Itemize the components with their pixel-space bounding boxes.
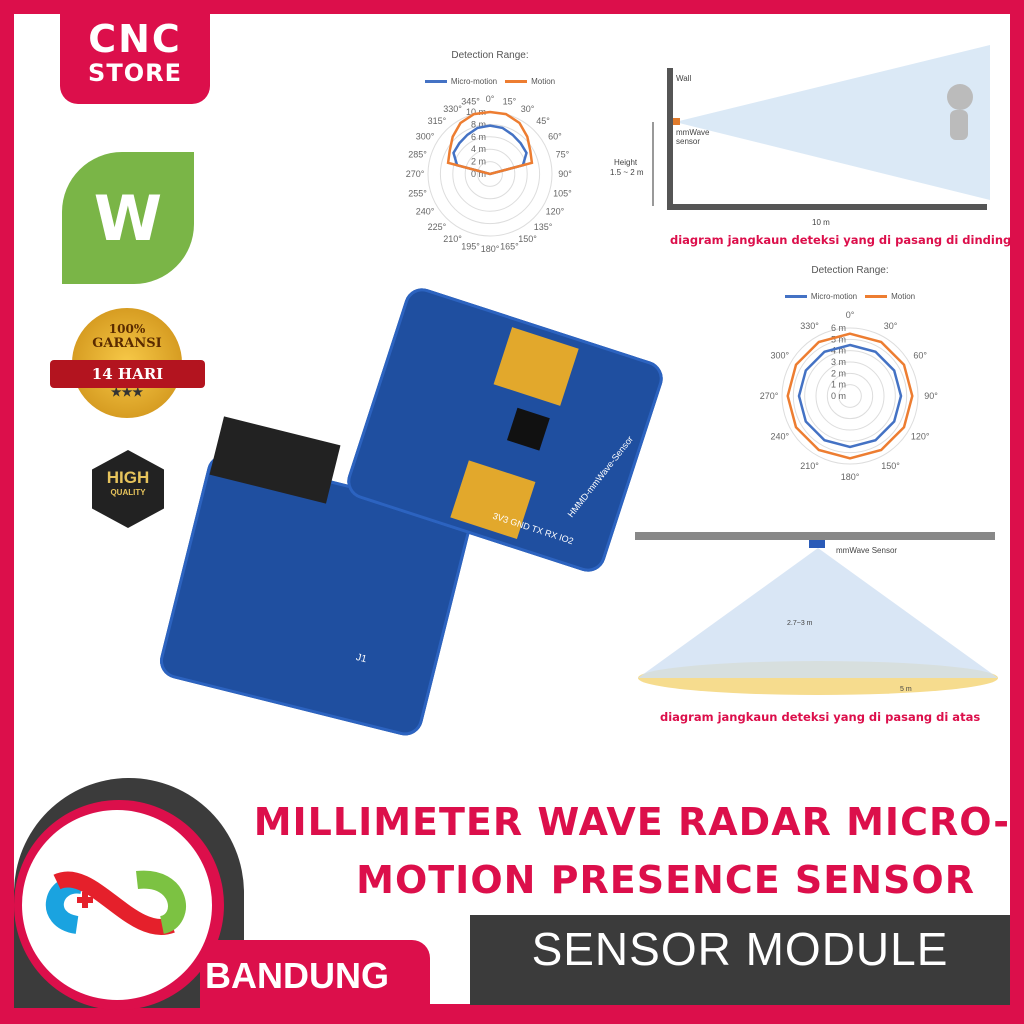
grid-ring — [464, 148, 516, 200]
r-tick-label: 4 m — [471, 144, 486, 154]
angle-label: 195° — [461, 241, 480, 251]
angle-label: 300° — [771, 351, 790, 361]
angle-label: 180° — [481, 244, 500, 254]
location-label: BANDUNG — [205, 955, 389, 996]
ceiling-diagram — [635, 532, 998, 695]
wall-diagram — [652, 45, 990, 210]
angle-label: 225° — [428, 222, 447, 232]
r-tick-label: 4 m — [831, 346, 846, 356]
grid-ring — [815, 361, 885, 431]
angle-label: 270° — [406, 169, 425, 179]
legend-micro: Micro-motion — [424, 77, 497, 86]
antenna-pad — [493, 327, 579, 406]
grid-ring — [781, 327, 919, 465]
quality-badge: HIGH QUALITY — [92, 450, 164, 528]
r-tick-label: 5 m — [831, 334, 846, 344]
angle-label: 90° — [924, 391, 938, 401]
subtitle-band — [470, 915, 1010, 1005]
polar-plot: 0 m1 m 2 m3 m4 m 5 m6 m0° 30° 60° 90° 120° 150°… — [760, 310, 939, 482]
product-title-line2: MOTION PRESENCE SENSOR — [356, 858, 975, 902]
r-tick-label: 0 m — [471, 169, 486, 179]
r-tick-label: 3 m — [831, 357, 846, 367]
r-tick-label: 1 m — [831, 380, 846, 390]
angle-label: 240° — [416, 207, 435, 217]
r-tick-label: 2 m — [831, 368, 846, 378]
angle-label: 0° — [486, 94, 495, 104]
store-logo: CNC STORE — [60, 14, 210, 104]
r-tick-label: 6 m — [831, 323, 846, 333]
angle-label: 315° — [428, 116, 447, 126]
angle-label: 255° — [408, 188, 427, 198]
grid-ring — [477, 161, 503, 187]
r-tick-label: 0 m — [831, 391, 846, 401]
angle-label: 15° — [503, 97, 517, 107]
infinity-logo-icon — [45, 870, 186, 935]
angle-label: 240° — [771, 432, 790, 442]
store-emblem — [22, 810, 212, 1000]
angle-label: 120° — [911, 432, 930, 442]
guarantee-ribbon: 14 HARI — [50, 360, 205, 388]
angle-label: 165° — [500, 241, 519, 251]
angle-label: 300° — [416, 132, 435, 142]
angle-label: 285° — [408, 150, 427, 160]
grid-ring — [838, 384, 862, 408]
series-motion — [446, 110, 534, 176]
series-micro-motion — [797, 343, 903, 449]
polar-chart-1: Detection Range: Micro-motion Motion 0 m… — [385, 50, 595, 271]
chart-title: Detection Range: — [451, 50, 529, 61]
polar-chart-2: Detection Range: Micro-motion Motion 0 m… — [745, 265, 955, 506]
angle-label: 330° — [800, 321, 819, 331]
angle-label: 150° — [518, 234, 537, 244]
grid-ring — [792, 338, 908, 454]
angle-label: 210° — [443, 234, 462, 244]
r-tick-label: 10 m — [466, 107, 486, 117]
angle-label: 135° — [534, 222, 553, 232]
angle-label: 270° — [760, 391, 779, 401]
polar-plot: 0 m 2 m 4 m 6 m 8 m 10 m0° 15° 30°45° 60° 75° 90° 1… — [406, 94, 573, 254]
angle-label: 75° — [556, 150, 570, 160]
r-tick-label: 8 m — [471, 119, 486, 129]
angle-label: 105° — [553, 188, 572, 198]
angle-label: 0° — [846, 310, 855, 320]
series-motion — [786, 332, 914, 460]
chart-title: Detection Range: — [811, 265, 889, 276]
angle-label: 330° — [443, 104, 462, 114]
grid-ring — [452, 136, 528, 212]
angle-label: 210° — [800, 461, 819, 471]
angle-label: 45° — [536, 116, 550, 126]
location-tab — [200, 940, 430, 1010]
grid-ring — [804, 350, 896, 442]
chart-legend: Micro-motion Motion — [745, 292, 955, 301]
legend-motion: Motion — [505, 77, 555, 86]
product-title-line1: MILLIMETER WAVE RADAR MICRO- — [253, 800, 1010, 844]
grid-ring — [826, 372, 874, 420]
angle-label: 120° — [546, 207, 565, 217]
angle-label: 150° — [881, 461, 900, 471]
legend-micro: Micro-motion — [784, 292, 857, 301]
angle-label: 30° — [521, 104, 535, 114]
angle-label: 60° — [548, 132, 562, 142]
angle-label: 180° — [841, 472, 860, 482]
angle-label: 30° — [884, 321, 898, 331]
waveshare-logo: W — [62, 152, 194, 284]
r-tick-label: 2 m — [471, 157, 486, 167]
angle-label: 60° — [913, 351, 927, 361]
angle-label: 345° — [461, 97, 480, 107]
angle-label: 90° — [558, 169, 572, 179]
legend-motion: Motion — [865, 292, 915, 301]
chart-legend: Micro-motion Motion — [385, 77, 595, 86]
r-tick-label: 6 m — [471, 132, 486, 142]
radar-chip — [506, 407, 550, 451]
product-subtitle: SENSOR MODULE — [531, 923, 949, 975]
